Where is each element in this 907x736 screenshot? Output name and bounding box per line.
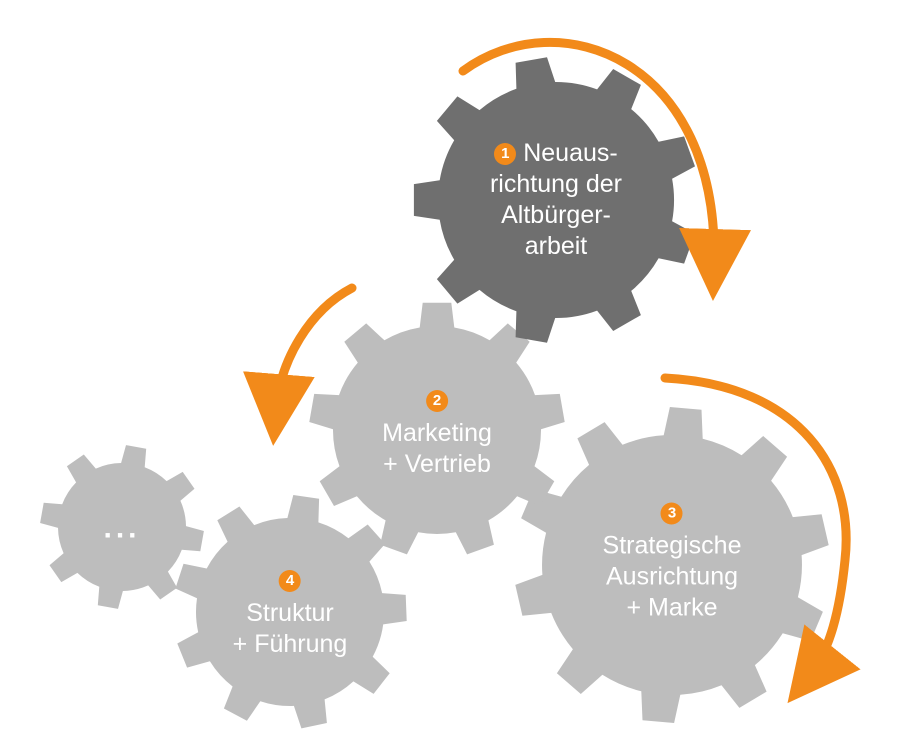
gear-1-shape bbox=[413, 57, 695, 343]
cycle-arrow-right bbox=[660, 373, 861, 704]
gear-1-label: 1 Neuaus- richtung der Altbürger- arbeit bbox=[489, 139, 623, 260]
step-number-badge: 2 bbox=[425, 390, 448, 412]
gear-4-shape bbox=[175, 495, 407, 729]
gear-3-label: 3 Strategische Ausrichtung + Marke bbox=[602, 502, 742, 622]
cycle-arrow-top bbox=[458, 37, 752, 301]
gear-2-label: 2 Marketing + Vertrieb bbox=[382, 390, 492, 478]
ellipsis-more-label: ... bbox=[103, 511, 141, 545]
cycle-arrow-left bbox=[243, 283, 357, 446]
step-number-badge: 3 bbox=[661, 502, 683, 525]
gear-4-label: 4 Struktur + Führung bbox=[232, 570, 348, 658]
gear-more-shape bbox=[40, 445, 204, 609]
gear-3-shape bbox=[515, 407, 829, 723]
gear-2-shape bbox=[309, 302, 565, 555]
step-number-badge: 4 bbox=[278, 570, 301, 592]
step-number-badge: 1 bbox=[494, 143, 517, 166]
